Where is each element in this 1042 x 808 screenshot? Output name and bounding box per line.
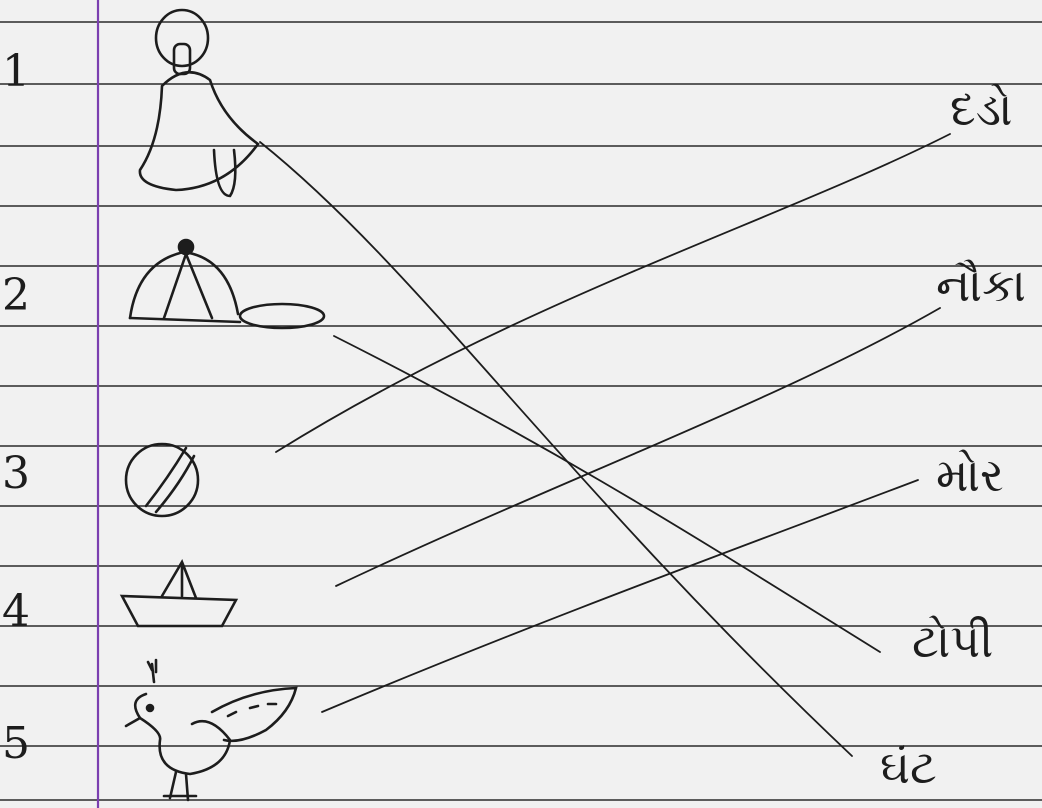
match-line-ball [276,134,950,452]
peacock-icon [126,660,296,800]
word-bell: ઘંટ [880,744,937,790]
bell-icon [140,10,258,196]
match-line-peacock [322,480,918,712]
word-boat: નૌકા [936,262,1026,308]
match-line-bell [260,142,852,756]
boat-icon [122,562,236,626]
word-peacock: મોર [936,452,1004,498]
cap-icon [130,240,324,328]
row-number-1: 1 [2,50,30,94]
row-number-3: 3 [2,452,30,496]
match-line-cap [334,336,880,652]
match-line-boat [336,308,940,586]
row-number-4: 4 [2,590,30,634]
row-number-5: 5 [2,722,30,766]
word-ball: દડો [950,86,1012,132]
word-cap: ટોપી [912,618,993,664]
match-lines [260,134,950,756]
ball-icon [126,444,198,516]
row-number-2: 2 [2,274,30,318]
